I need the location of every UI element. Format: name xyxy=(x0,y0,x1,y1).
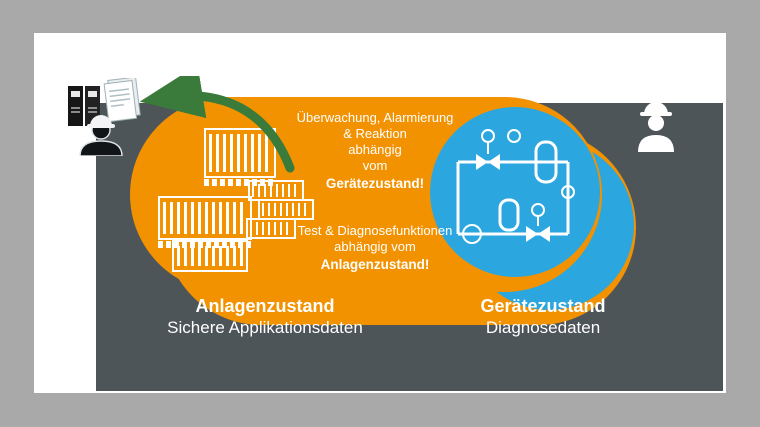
message-line: abhängig vom xyxy=(334,239,416,254)
label-subtitle: Diagnosedaten xyxy=(485,318,601,337)
documents-cluster xyxy=(68,78,141,156)
label-anlagenzustand: Anlagenzustand Sichere Applikationsdaten xyxy=(140,295,390,338)
message-line: Überwachung, Alarmierung xyxy=(296,110,454,125)
message-line: & Reaktion xyxy=(343,126,407,141)
terminal-block-icon xyxy=(258,199,314,220)
terminal-block-icon xyxy=(246,218,296,239)
plc-rack-base xyxy=(204,179,276,186)
message-line: vom xyxy=(362,158,388,173)
documents-stack-icon xyxy=(103,78,141,123)
message-line-bold: Gerätezustand! xyxy=(325,176,425,191)
worker-with-hardhat-icon xyxy=(638,102,674,152)
process-diagram-icon xyxy=(456,129,575,244)
label-title: Gerätezustand xyxy=(480,296,606,316)
valve-icon xyxy=(476,154,550,242)
label-geraetezustand: Gerätezustand Diagnosedaten xyxy=(428,295,658,338)
plc-rack-icon xyxy=(204,128,276,186)
plc-module-base xyxy=(158,241,252,248)
io-module-icon xyxy=(172,240,248,272)
message-monitoring: Überwachung, Alarmierung & Reaktion abhä… xyxy=(275,110,475,192)
instrument-icons xyxy=(462,129,575,244)
label-title: Anlagenzustand xyxy=(195,296,335,316)
message-line: Test & Diagnosefunktionen xyxy=(297,223,453,238)
ring-binders-icon xyxy=(68,86,100,126)
label-subtitle: Sichere Applikationsdaten xyxy=(167,318,363,337)
worker-silhouette-icon xyxy=(79,115,123,156)
plc-module-icon xyxy=(158,196,252,248)
message-line: abhängig xyxy=(348,142,402,157)
message-test-diagnose: Test & Diagnosefunktionen abhängig vom A… xyxy=(275,223,475,273)
curved-green-arrow-icon xyxy=(139,76,295,173)
message-line-bold: Anlagenzustand! xyxy=(320,257,430,272)
